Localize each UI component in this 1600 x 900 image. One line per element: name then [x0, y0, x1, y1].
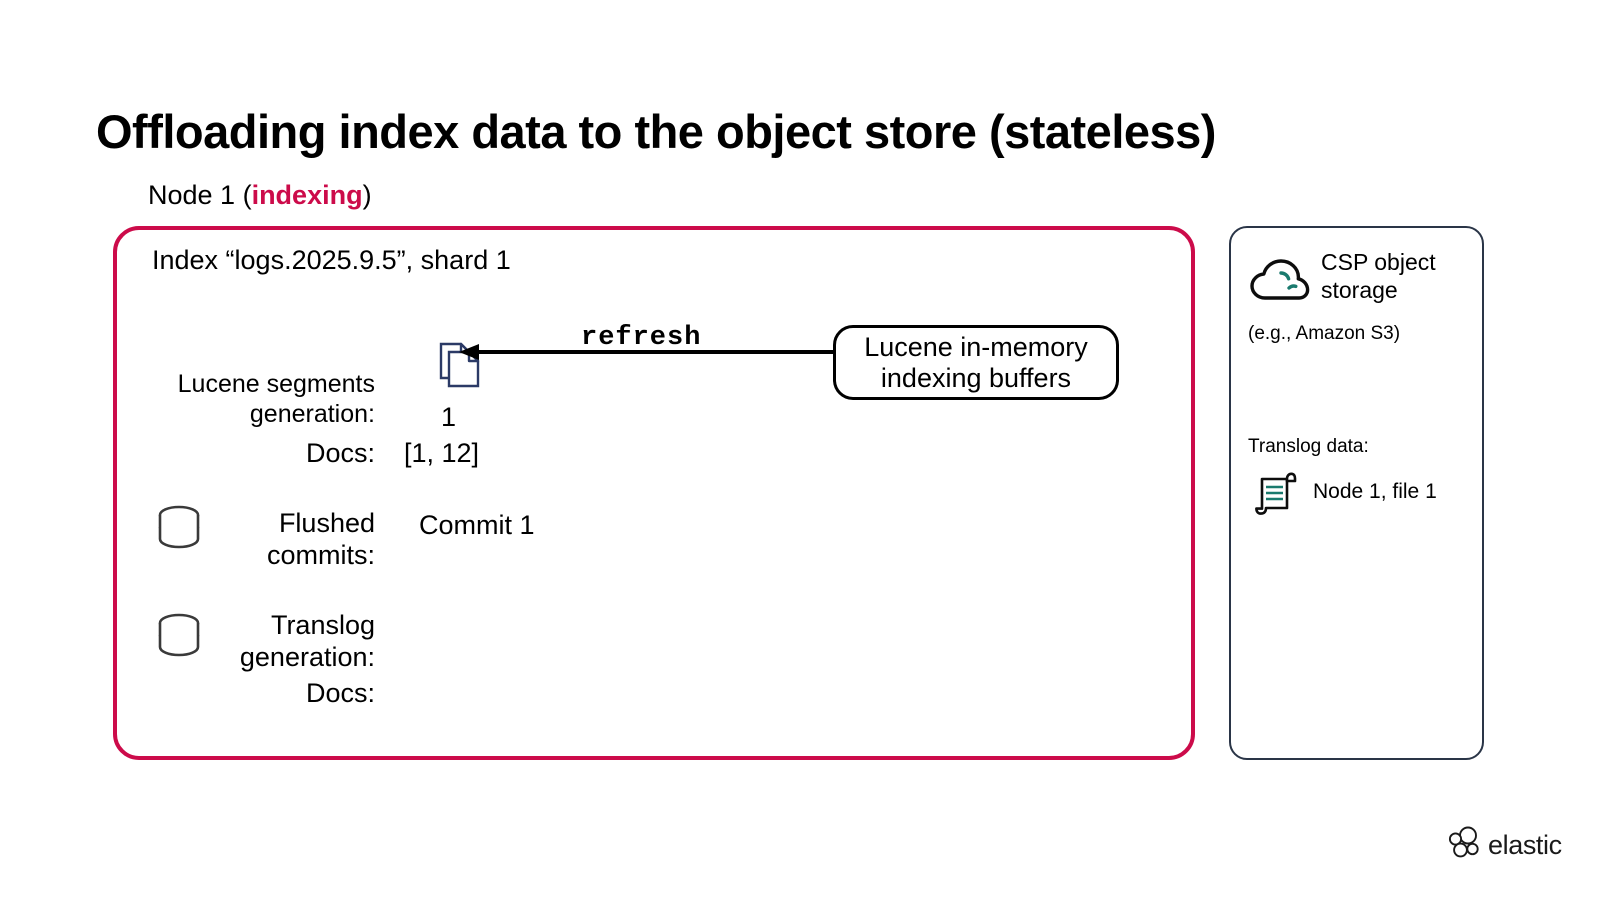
- lucene-buffers-box: Lucene in-memory indexing buffers: [833, 325, 1119, 400]
- value-segments-generation: 1: [441, 402, 457, 432]
- scroll-document-icon: [1253, 470, 1297, 523]
- node-label-suffix: ): [362, 180, 372, 210]
- buffers-line-1: Lucene in-memory: [864, 332, 1088, 363]
- translog-data-label: Translog data:: [1248, 436, 1369, 457]
- cloud-icon: [1249, 254, 1311, 311]
- buffers-line-2: indexing buffers: [880, 362, 1072, 393]
- value-segments-docs: [1, 12]: [404, 438, 480, 468]
- refresh-arrow: [457, 342, 837, 367]
- csp-object-storage-panel: CSP object storage (e.g., Amazon S3) Tra…: [1229, 226, 1484, 760]
- value-flushed-commits: Commit 1: [419, 510, 535, 540]
- elastic-logo: elastic: [1447, 826, 1562, 865]
- node-label: Node 1 (indexing): [148, 180, 372, 211]
- csp-subtitle: (e.g., Amazon S3): [1248, 323, 1401, 344]
- page-title: Offloading index data to the object stor…: [96, 105, 1216, 158]
- database-icon-flushed-commits: [154, 502, 204, 557]
- database-icon-translog: [154, 610, 204, 665]
- elastic-mark-icon: [1447, 826, 1483, 865]
- node-label-prefix: Node 1 (: [148, 180, 252, 210]
- node-panel: Index “logs.2025.9.5”, shard 1 refresh L…: [113, 226, 1195, 760]
- node-label-accent: indexing: [251, 180, 363, 210]
- elastic-wordmark: elastic: [1488, 830, 1562, 860]
- translog-file-entry: Node 1, file 1: [1313, 480, 1437, 503]
- label-segments-docs: Docs:: [305, 438, 375, 468]
- refresh-label: refresh: [581, 323, 702, 353]
- csp-title: CSP object storage: [1321, 249, 1436, 304]
- label-translog-docs: Docs:: [305, 678, 375, 708]
- index-title: Index “logs.2025.9.5”, shard 1: [152, 245, 511, 275]
